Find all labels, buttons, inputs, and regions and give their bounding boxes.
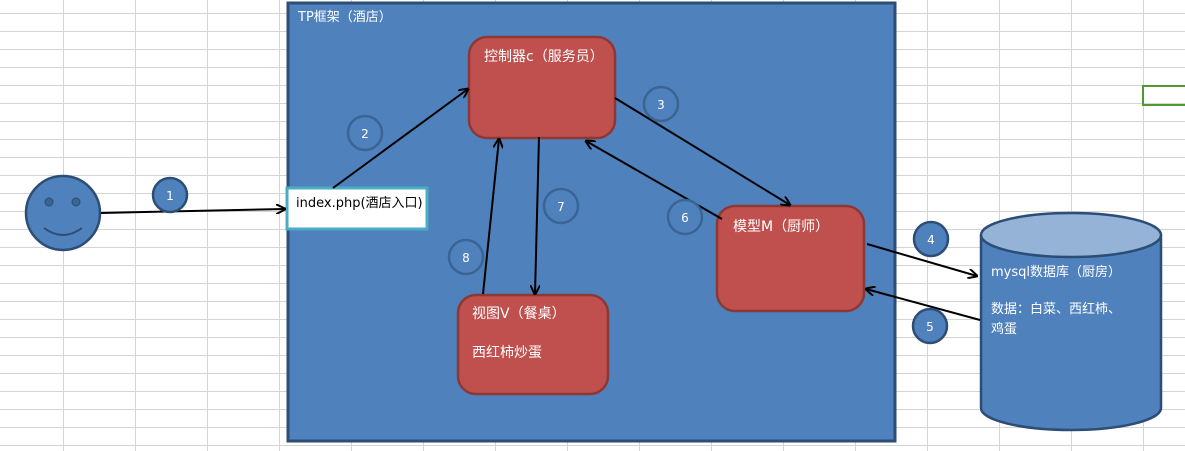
svg-text:5: 5 <box>926 320 934 334</box>
svg-text:6: 6 <box>681 211 689 225</box>
svg-text:1: 1 <box>166 189 174 203</box>
arrow-8 <box>482 139 499 295</box>
step-6-badge: 6 <box>666 198 704 236</box>
controller-label: 控制器c（服务员） <box>484 49 604 65</box>
framework-title: TP框架（酒店） <box>297 10 392 25</box>
database-content-line1: 数据：白菜、西红柿、 <box>991 301 1121 317</box>
view-content: 西红柿炒蛋 <box>472 344 542 361</box>
svg-text:8: 8 <box>462 251 470 265</box>
step-1-badge: 1 <box>151 176 189 214</box>
arrow-7 <box>535 136 539 294</box>
arrow-5 <box>866 289 981 321</box>
step-7-badge: 7 <box>542 187 580 225</box>
step-4-badge: 4 <box>912 220 950 258</box>
arrow-2 <box>332 89 468 189</box>
step-2-badge: 2 <box>346 114 384 152</box>
database-label: mysql数据库（厨房） <box>991 264 1121 280</box>
arrow-1 <box>100 209 285 213</box>
svg-text:4: 4 <box>927 233 935 247</box>
model-label: 模型M（厨师） <box>733 219 829 235</box>
svg-text:7: 7 <box>557 200 565 214</box>
database-content-line2: 鸡蛋 <box>991 321 1017 337</box>
view-label: 视图V（餐桌） <box>472 306 566 322</box>
step-3-badge: 3 <box>642 85 680 123</box>
entry-label: index.php(酒店入口) <box>296 196 423 211</box>
selected-cell[interactable] <box>1142 85 1185 106</box>
database-cylinder[interactable] <box>979 211 1163 432</box>
entry-box[interactable] <box>285 186 429 231</box>
step-8-badge: 8 <box>447 238 485 276</box>
user-smiley-icon <box>24 174 102 252</box>
step-5-badge: 5 <box>911 307 949 345</box>
arrow-3 <box>614 97 790 205</box>
svg-text:3: 3 <box>657 98 665 112</box>
arrow-4 <box>866 243 977 276</box>
svg-text:2: 2 <box>361 127 369 141</box>
